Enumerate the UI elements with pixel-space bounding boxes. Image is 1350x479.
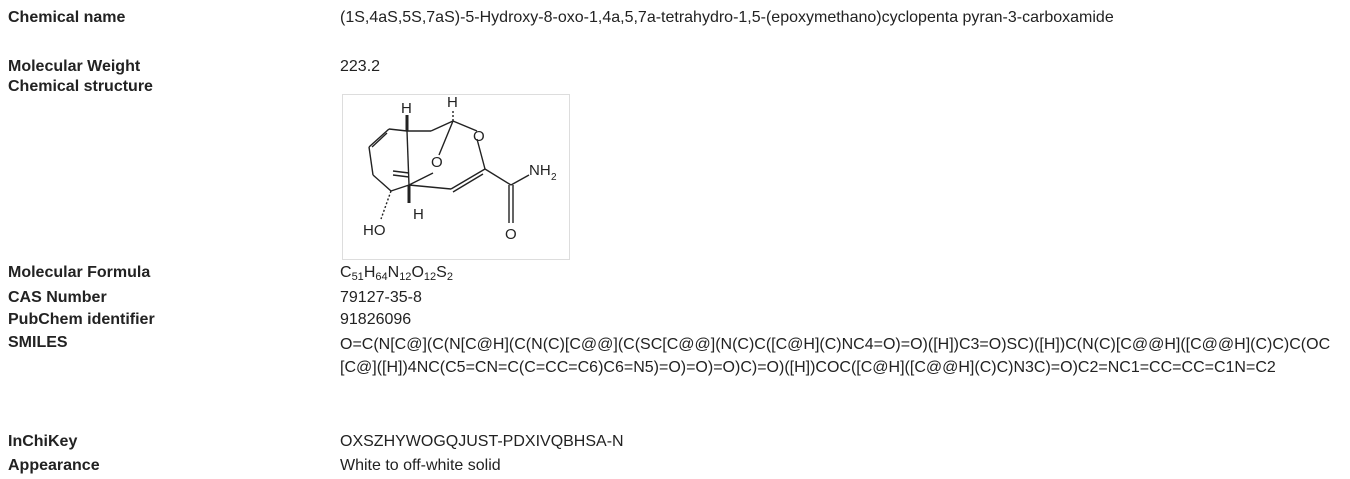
bond-line (392, 170, 410, 174)
atom-label: H (401, 100, 412, 117)
formula-element: O (411, 264, 424, 281)
bond-line (368, 128, 390, 148)
chemical-name-value: (1S,4aS,5S,7aS)-5-Hydroxy-8-oxo-1,4a,5,7… (340, 9, 1114, 26)
atom-label: H (447, 95, 458, 111)
molecular-formula-value: C51H64N12O12S2 (340, 263, 1340, 283)
smiles-value: O=C(N[C@](C(N[C@H](C(N(C)[C@@](C(SC[C@@]… (340, 336, 1331, 376)
formula-count: 64 (375, 271, 388, 283)
bond-line (392, 174, 410, 178)
smiles-label: SMILES (8, 334, 68, 351)
cas-number-value: 79127-35-8 (340, 289, 422, 306)
atom-label: O (431, 154, 443, 171)
formula-element: C (340, 264, 352, 281)
chemical-structure-image: H H O O NH 2 H HO O (342, 94, 570, 260)
molecular-weight-label: Molecular Weight (8, 58, 141, 75)
bond-line (452, 173, 484, 193)
atom-label: 2 (551, 172, 557, 183)
appearance-value: White to off-white solid (340, 457, 501, 474)
bond-line (510, 174, 530, 186)
formula-count: 12 (423, 271, 437, 283)
bond-line (430, 120, 454, 132)
structure-drawing: H H O O NH 2 H HO O (363, 94, 557, 243)
chemical-structure-label: Chemical structure (8, 78, 153, 95)
bond-line (372, 174, 392, 192)
appearance-label: Appearance (8, 457, 100, 474)
formula-element: H (363, 264, 376, 281)
molecular-formula-label: Molecular Formula (8, 264, 151, 281)
bond-line (371, 132, 388, 148)
pubchem-label: PubChem identifier (8, 311, 155, 328)
bond-line (408, 184, 452, 190)
inchikey-label: InChiKey (8, 433, 78, 450)
bond-line (450, 168, 486, 190)
inchikey-value: OXSZHYWOGQJUST-PDXIVQBHSA-N (340, 433, 624, 450)
bond-line (388, 128, 408, 132)
bond-line (484, 168, 512, 186)
bond-line (390, 184, 410, 192)
formula-count: 51 (351, 271, 364, 283)
formula-element: S (436, 264, 447, 281)
cas-number-label: CAS Number (8, 289, 107, 306)
atom-label: NH (529, 162, 551, 179)
bond-line (368, 146, 374, 176)
pubchem-value: 91826096 (340, 311, 412, 328)
atom-label: O (505, 226, 517, 243)
molecular-weight-value: 223.2 (340, 58, 381, 75)
bond-line (476, 138, 486, 170)
formula-count: 12 (399, 271, 412, 283)
bond-line (406, 130, 410, 186)
bond-line (408, 172, 434, 186)
bond-line (438, 120, 454, 156)
atom-label: H (413, 206, 424, 223)
hash-bond (380, 190, 392, 220)
chemical-name-label: Chemical name (8, 9, 126, 26)
bond-line (452, 120, 478, 132)
atom-label: O (473, 128, 485, 145)
formula-element: N (387, 264, 400, 281)
formula-count: 2 (446, 271, 453, 283)
atom-label: HO (363, 222, 386, 239)
